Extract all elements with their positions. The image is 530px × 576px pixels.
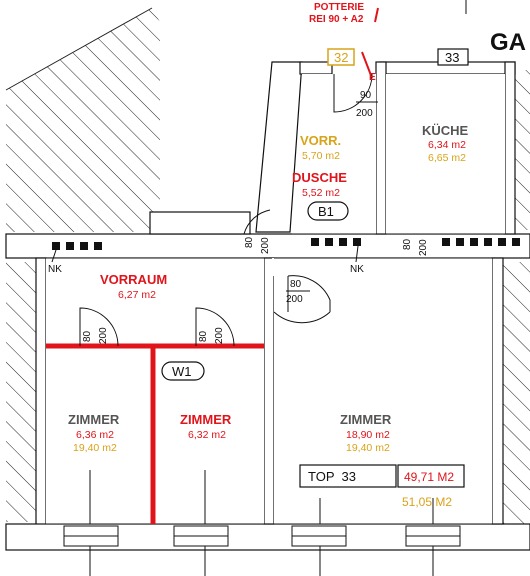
door-label-zimmer-left-width: 80: [82, 330, 93, 342]
door-label-kueche-width: 80: [402, 238, 413, 250]
door-label-center-height: 200: [286, 294, 303, 305]
room-zimmer-mid-area: 6,32 m2: [188, 429, 226, 441]
room-kueche-area2: 6,65 m2: [428, 152, 466, 164]
hatched-areas: [5, 7, 530, 524]
top-box-label: TOP 33: [308, 469, 356, 484]
unit-tag-33-box: [437, 48, 469, 66]
badge-b1-box: [307, 201, 349, 221]
door-swings: [79, 73, 373, 347]
wall-upper-top-a: [299, 61, 333, 75]
wall-right: [491, 257, 504, 525]
badge-w1-box: [161, 361, 205, 381]
hatch-right-strip: [503, 262, 530, 524]
room-vorraum-name: VORRAUM: [100, 272, 167, 287]
badge-w1: W1: [172, 364, 192, 379]
door-label-kueche-height: 200: [418, 239, 429, 256]
room-kueche-area1: 6,34 m2: [428, 139, 466, 151]
nk-label-left: NK: [48, 264, 62, 275]
door-label-entrance-width: 90: [360, 90, 372, 101]
red-walls: [46, 343, 264, 524]
vent-squares: [52, 238, 520, 250]
room-zimmer-left-area2: 19,40 m2: [73, 442, 117, 454]
top-box-area-gold: 51,05 M2: [402, 495, 452, 509]
door-swing-zimmer-mid: [195, 307, 235, 347]
wall-upper-left: [255, 61, 303, 233]
annotation-line1: POTTERIE: [314, 2, 364, 13]
room-zimmer-big-area2: 19,40 m2: [346, 442, 390, 454]
room-zimmer-left-area1: 6,36 m2: [76, 429, 114, 441]
room-kueche-area: [386, 74, 505, 234]
door-label-vorr-width: 80: [244, 236, 255, 248]
annotation-marker: E: [369, 72, 376, 83]
door-label-zimmer-mid-width: 80: [198, 330, 209, 342]
wall-upper-left-ledge: [149, 211, 251, 235]
door-label-center-width: 80: [290, 279, 302, 290]
room-zimmer-big-name: ZIMMER: [340, 412, 392, 427]
nk-label-right: NK: [350, 264, 364, 275]
wall-left-outer: [35, 257, 47, 529]
room-kueche-name: KÜCHE: [422, 123, 469, 138]
room-vorr-name: VORR.: [300, 133, 341, 148]
wall-dusche-kueche: [375, 61, 387, 235]
windows: [63, 525, 461, 547]
wall-kueche-right: [504, 61, 516, 235]
door-swing-vorr: [243, 209, 278, 235]
annotation-line2: REI 90 + A2: [309, 14, 364, 25]
door-label-zimmer-mid-height: 200: [214, 327, 225, 344]
unit-tag-33: 33: [445, 50, 459, 65]
room-vorr-area: 5,70 m2: [302, 150, 340, 162]
hatch-right-top: [515, 70, 530, 230]
door-swing-center: [287, 275, 331, 312]
unit-tag-32: 32: [334, 50, 348, 65]
wall-partition-center: [263, 257, 275, 525]
door-label-zimmer-left-height: 200: [98, 327, 109, 344]
red-wall-entrance: [361, 51, 373, 79]
top-box-label-frame: [299, 464, 397, 488]
badge-b1: B1: [318, 204, 334, 219]
room-zimmer-left-name: ZIMMER: [68, 412, 120, 427]
room-dusche-area-text: 5,52 m2: [302, 187, 340, 199]
top-box-area-frame: [397, 464, 465, 488]
door-label-vorr-height: 200: [260, 237, 271, 254]
room-vorraum-area: 6,27 m2: [118, 289, 156, 301]
header-title-fragment: GA: [490, 29, 526, 56]
room-dusche-area: [292, 74, 376, 234]
hatch-left-strip: [6, 262, 36, 522]
top-box-area-red: 49,71 M2: [404, 470, 454, 484]
door-label-entrance-height: 200: [356, 108, 373, 119]
room-zimmer-big-area1: 18,90 m2: [346, 429, 390, 441]
door-swing-zimmer-left: [79, 307, 119, 347]
room-dusche-name: DUSCHE: [292, 170, 347, 185]
room-zimmer-mid-name: ZIMMER: [180, 412, 232, 427]
hatch-top-left: [6, 8, 160, 232]
unit-tag-32-box: [327, 48, 355, 66]
door-swing-entrance: [333, 73, 373, 113]
